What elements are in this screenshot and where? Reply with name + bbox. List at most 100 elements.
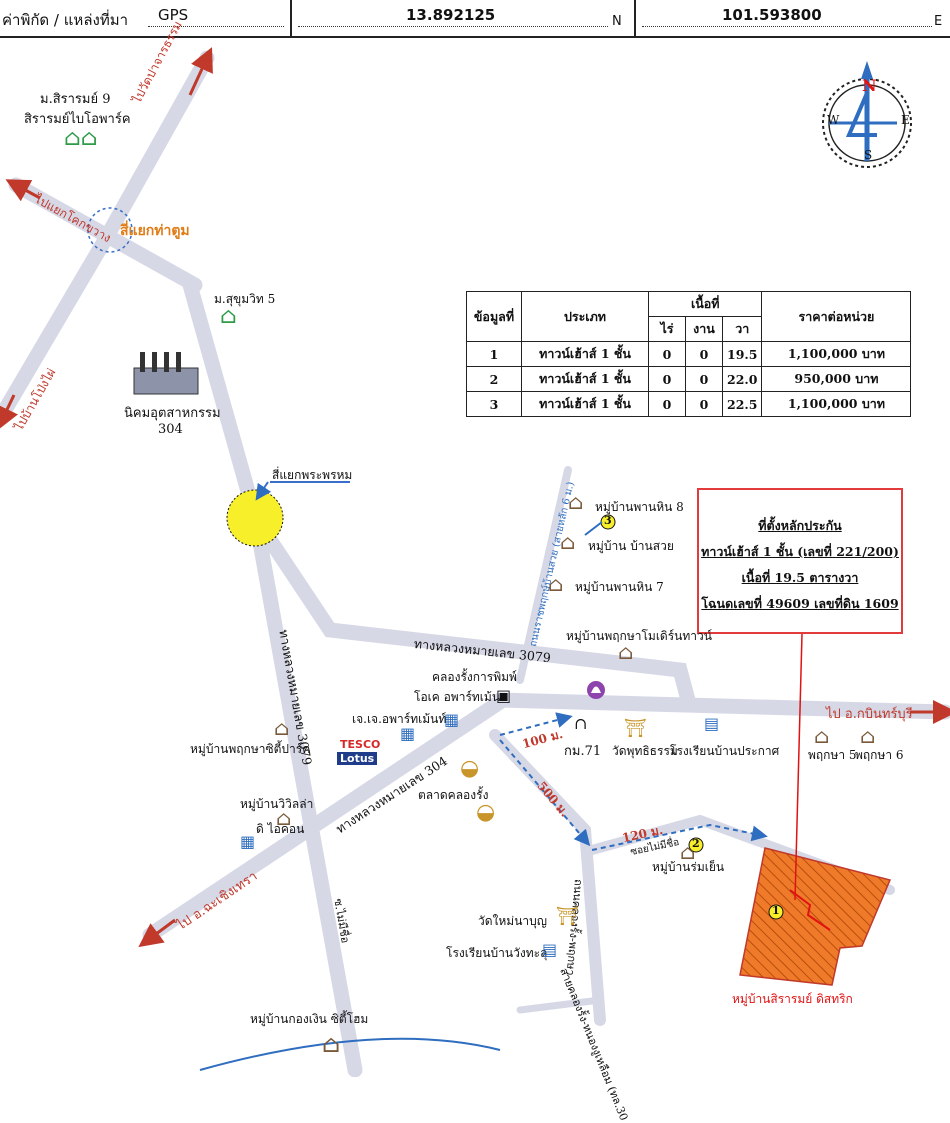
- road-ban-pong-phai: [0, 232, 113, 423]
- th-ngan: งาน: [685, 316, 723, 342]
- label-sirarom-bio: สิรารมย์ไบโอพาร์ค: [24, 112, 131, 127]
- label-dikon: ดิ ไอคอน: [256, 822, 305, 836]
- coordinate-header: ค่าพิกัด / แหล่งที่มา GPS 13.892125 N 10…: [0, 0, 950, 38]
- label-pruksa-modern: หมู่บ้านพฤกษาโมเดิร์นทาวน์: [566, 629, 712, 643]
- road-hwy304: [142, 694, 508, 943]
- phra-phrom-intersection: [226, 489, 284, 547]
- temple-icon: ⛩: [556, 906, 579, 927]
- label-phan-hin7: หมู่บ้านพานหิน 7: [575, 580, 664, 594]
- label-industrial-no: 304: [158, 422, 183, 437]
- label-phan-hin8: หมู่บ้านพานหิน 8: [595, 500, 684, 514]
- school-icon: ▤: [704, 714, 720, 733]
- label-wat-nai: วัดใหม่นาบุญ: [478, 914, 547, 928]
- compass-s: S: [864, 148, 873, 162]
- location-map: [0, 47, 950, 1077]
- road-nong-ngu: [516, 996, 604, 1014]
- house-icon: ⌂: [220, 304, 237, 329]
- latitude-value: 13.892125: [406, 6, 496, 24]
- compass-e: E: [901, 113, 910, 127]
- info-title: ที่ตั้งหลักประกัน: [758, 518, 842, 533]
- label-lotus: Lotus: [337, 752, 378, 765]
- label-printing: คลองรั้งการพิมพ์: [432, 670, 517, 684]
- th-no: ข้อมูลที่: [466, 291, 522, 342]
- info-type: ทาวน์เฮ้าส์ 1 ชั้น (เลขที่ 221/200): [701, 544, 899, 559]
- label-sukhumvit5: ม.สุขุมวิท 5: [214, 292, 276, 306]
- road-hwy3079-north: [182, 277, 264, 528]
- coord-source: GPS: [158, 6, 189, 24]
- latitude-dir: N: [612, 14, 622, 29]
- label-ok-apartment: โอเค อพาร์ทเม้น: [414, 690, 501, 704]
- label-school-wang: โรงเรียนบ้านวังทะลุ: [446, 946, 548, 960]
- th-area: เนื้อที่: [647, 291, 763, 317]
- road-ban-suay: [516, 466, 572, 684]
- house-icon: ⌂: [276, 806, 292, 830]
- house-icon: ⌂: [560, 530, 576, 554]
- label-to-kabin: ไป อ.กบินทร์บุรี: [826, 707, 913, 722]
- house-icon: ⌂⌂: [64, 126, 98, 151]
- longitude-value: 101.593800: [722, 6, 822, 24]
- th-wa: วา: [721, 316, 763, 342]
- distance-route: [499, 712, 768, 851]
- label-pruksa5: พฤกษา 5: [808, 748, 857, 762]
- longitude-dir: E: [934, 14, 943, 29]
- collateral-info-box: ที่ตั้งหลักประกัน ทาวน์เฮ้าส์ 1 ชั้น (เล…: [697, 488, 903, 634]
- th-rai: ไร่: [648, 316, 686, 342]
- bottom-line: [199, 1037, 501, 1071]
- label-rom-yen: หมู่บ้านร่มเย็น: [652, 860, 725, 874]
- market-icon: ◒: [476, 800, 496, 825]
- label-wiwilla: หมู่บ้านวิวิลล่า: [240, 797, 314, 811]
- house-icon: ⌂: [568, 490, 584, 514]
- factory-icon: [133, 352, 199, 395]
- road-hwy3079-east: [252, 517, 696, 708]
- apartment-icon: ▦: [444, 710, 460, 729]
- collateral-plot: [739, 847, 892, 986]
- label-ban-suay: หมู่บ้าน บ้านสวย: [588, 539, 674, 553]
- label-wat-phutthi: วัดพุทธิธรรม: [612, 744, 678, 758]
- label-school-prakat: โรงเรียนบ้านประกาศ: [670, 744, 780, 758]
- leader-line: [794, 633, 803, 901]
- coord-label: ค่าพิกัด / แหล่งที่มา: [2, 11, 129, 29]
- info-area: เนื้อที่ 19.5 ตารางวา: [741, 570, 859, 585]
- print-shop-icon: ▣: [496, 686, 512, 705]
- market-icon: ◒: [460, 756, 480, 781]
- label-jj-apartment: เจ.เจ.อพาร์ทเม้นท์: [352, 712, 447, 726]
- house-icon: ⌂: [548, 572, 564, 596]
- label-km71: กม.71: [564, 744, 602, 759]
- house-icon: ⌂: [814, 724, 830, 748]
- house-icon: ⌂: [680, 840, 696, 864]
- apartment-icon: ▦: [240, 832, 256, 851]
- km-post-icon: ∩: [574, 714, 588, 733]
- house-icon: ⌂: [322, 1030, 341, 1058]
- house-icon: ⌂: [618, 640, 634, 664]
- th-type: ประเภท: [521, 291, 649, 342]
- point-markers: [584, 514, 784, 920]
- label-m-sirarom9: ม.สิรารมย์ 9: [40, 92, 111, 107]
- compass-w: W: [827, 113, 840, 127]
- school-icon: ▤: [542, 940, 558, 959]
- house-icon: ⌂: [274, 716, 290, 740]
- road-kabin: [492, 692, 950, 720]
- road-hwy3079-vert: [248, 512, 363, 1077]
- label-kong-ngern: หมู่บ้านกองเงิน ซิตี้โฮม: [250, 1012, 369, 1026]
- tha-tum-intersection: [87, 207, 133, 253]
- label-phra-phrom: สี่แยกพระพรหม: [272, 468, 353, 482]
- point-3-label: 3: [604, 514, 612, 527]
- label-industrial: นิคมอุตสาหกรรม: [124, 406, 221, 421]
- road-wat-prachan: [97, 50, 215, 248]
- point-1-label: 1: [772, 904, 780, 917]
- apartment-icon: ▦: [400, 724, 416, 743]
- label-pruksa-city: หมู่บ้านพฤกษาซิตี้ปาร์ค: [190, 742, 311, 756]
- header-cell-lon: [634, 0, 950, 38]
- point-2-label: 2: [692, 837, 700, 850]
- th-price: ราคาต่อหน่วย: [761, 291, 912, 342]
- label-tha-tum: สี่แยกท่าตูม: [120, 223, 190, 239]
- label-market: ตลาดคลองรั้ง: [418, 788, 489, 802]
- compass-rose: [822, 61, 912, 168]
- price-table: ข้อมูลที่ ประเภท เนื้อที่ ราคาต่อหน่วย ไ…: [466, 291, 912, 417]
- info-deed: โฉนดเลขที่ 49609 เลขที่ดิน 1609: [701, 596, 899, 611]
- temple-icon: ⛩: [624, 718, 647, 739]
- label-sirarom-city: หมู่บ้านสิรารมย์ ดิสทริก: [732, 992, 853, 1006]
- label-tesco: TESCO: [340, 738, 381, 751]
